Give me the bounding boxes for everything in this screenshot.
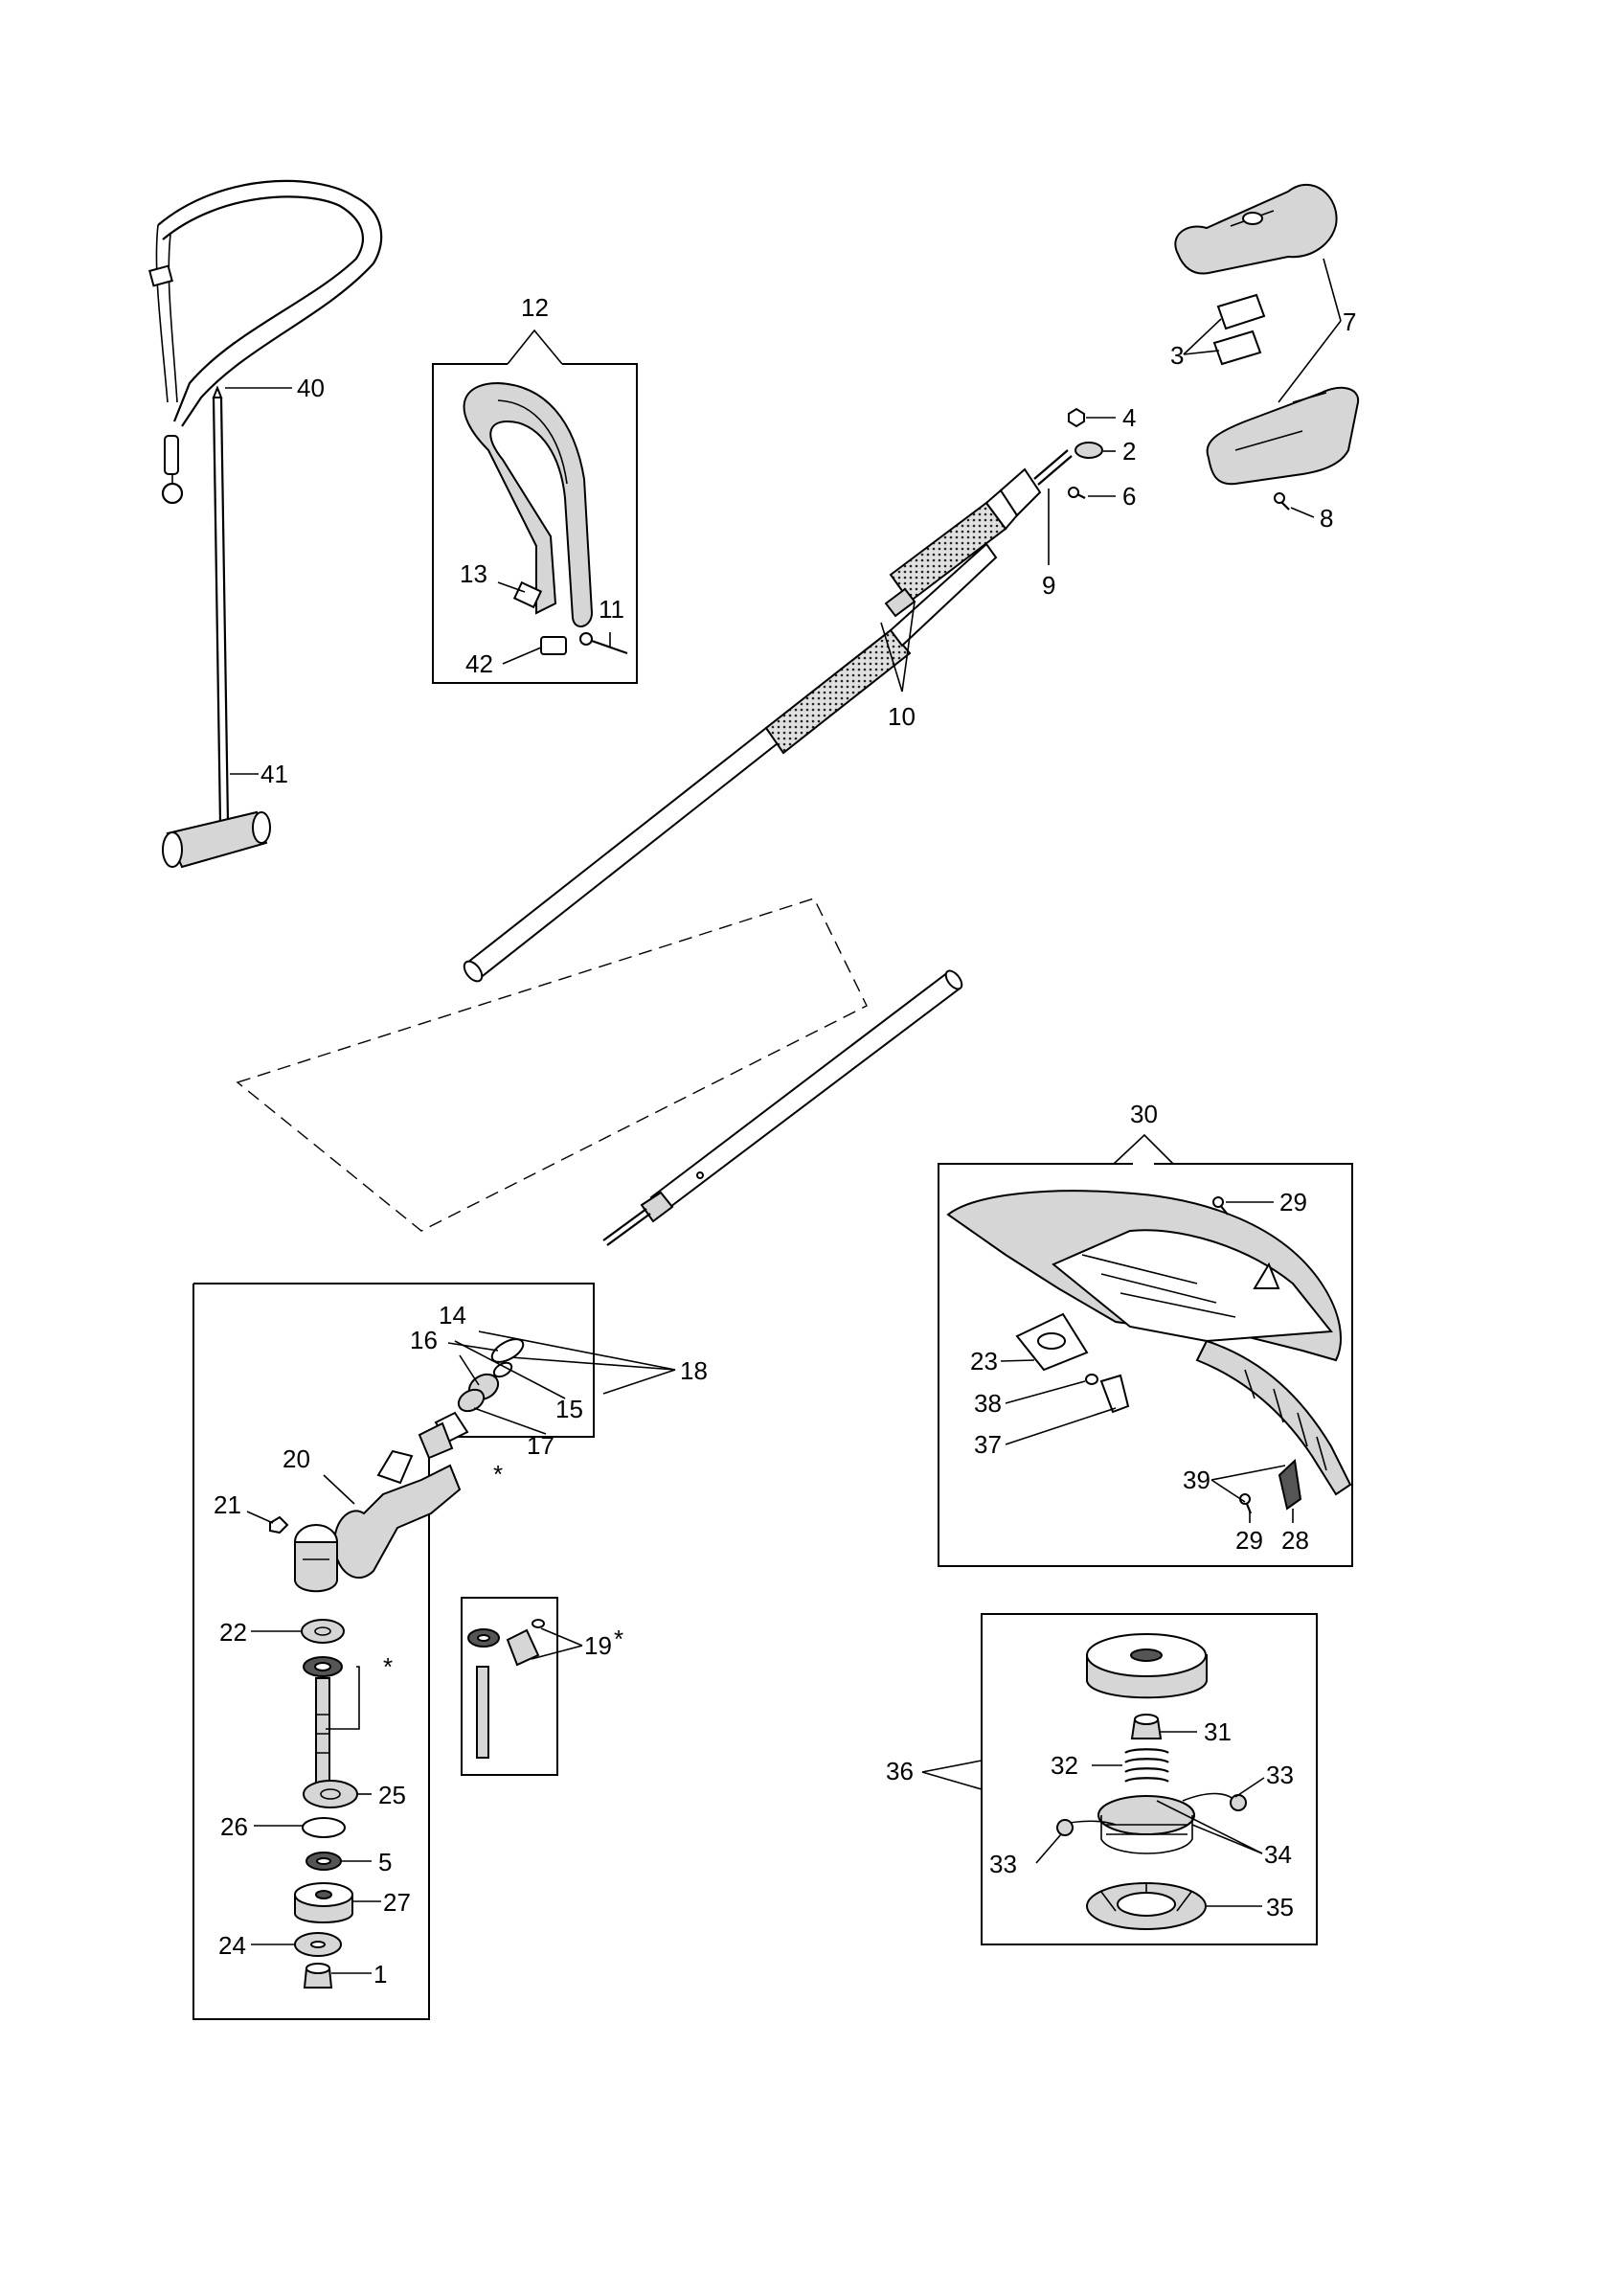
callout-16: 16 <box>410 1326 438 1354</box>
callout-7: 7 <box>1343 307 1356 336</box>
shoulder-strap <box>148 179 383 505</box>
callout-41: 41 <box>260 760 288 788</box>
handle-assembly-box <box>432 329 638 684</box>
callout-20: 20 <box>283 1444 310 1473</box>
callout-25: 25 <box>378 1781 406 1809</box>
callout-27: 27 <box>383 1888 411 1917</box>
callout-19-star: * <box>614 1625 623 1653</box>
callout-8: 8 <box>1320 504 1333 533</box>
callout-38: 38 <box>974 1389 1002 1418</box>
callout-21: 21 <box>214 1490 241 1519</box>
upper-drive-shaft-tube <box>463 449 1073 983</box>
circlip-26 <box>302 1817 346 1838</box>
callout-18: 18 <box>680 1356 708 1385</box>
trigger-3a <box>1216 293 1266 330</box>
callout-1: 1 <box>373 1960 387 1989</box>
leader-15 <box>454 1340 566 1399</box>
callout-40: 40 <box>297 374 325 402</box>
bevel-gear <box>418 1421 454 1460</box>
callout-29b: 29 <box>1235 1526 1263 1555</box>
star-note-b: * <box>383 1652 393 1681</box>
callout-10: 10 <box>888 702 916 731</box>
plate-28 <box>1278 1458 1302 1511</box>
bearing-22 <box>301 1619 345 1644</box>
callout-30: 30 <box>1130 1100 1158 1128</box>
clamp-piece-42 <box>540 636 567 655</box>
callout-37: 37 <box>974 1430 1002 1459</box>
grease-plug-21 <box>269 1515 289 1534</box>
callout-13: 13 <box>460 559 487 588</box>
callout-22: 22 <box>219 1618 247 1647</box>
callout-3: 3 <box>1170 341 1184 370</box>
callout-5: 5 <box>378 1848 392 1876</box>
trigger-3b <box>1212 330 1262 366</box>
drive-shaft-end <box>1033 449 1069 480</box>
trimmer-head-box <box>921 1613 1318 1945</box>
callout-9: 9 <box>1042 571 1055 600</box>
washer-38 <box>1085 1374 1098 1385</box>
callout-36: 36 <box>886 1757 914 1785</box>
shaft-connection-dashed <box>236 898 868 1232</box>
callout-2: 2 <box>1122 437 1136 466</box>
callout-4: 4 <box>1122 403 1136 432</box>
line-eyelet-33a <box>1230 1794 1247 1811</box>
callout-23: 23 <box>970 1347 998 1375</box>
callout-31: 31 <box>1204 1717 1232 1746</box>
spring-32 <box>1124 1748 1169 1783</box>
spool-34 <box>1097 1795 1195 1835</box>
callout-39: 39 <box>1183 1466 1210 1494</box>
callout-6: 6 <box>1122 482 1136 511</box>
callout-42: 42 <box>465 649 493 678</box>
callout-33a: 33 <box>1266 1761 1294 1789</box>
line-eyelet-33b <box>1056 1819 1074 1836</box>
bearing-25 <box>303 1780 358 1808</box>
callout-34: 34 <box>1264 1840 1292 1869</box>
throttle-housing <box>1174 183 1360 518</box>
callout-12: 12 <box>521 293 549 322</box>
lower-drive-shaft-tube <box>602 969 963 1246</box>
callout-32: 32 <box>1051 1751 1078 1780</box>
trimmer-head-parts <box>1035 1633 1265 1930</box>
snap-ring-14 <box>490 1338 525 1363</box>
callout-17: 17 <box>527 1431 554 1460</box>
callout-24: 24 <box>218 1931 246 1960</box>
loop-handle <box>463 381 628 665</box>
trimmer-guard <box>946 1190 1352 1523</box>
callout-33b: 33 <box>989 1850 1017 1878</box>
callout-19: 19 <box>584 1631 612 1660</box>
star-note-a: * <box>493 1460 503 1489</box>
callout-29a: 29 <box>1279 1188 1307 1216</box>
lower-gearhead-stack <box>251 1619 381 1989</box>
small-hardware-4-2-6 <box>1068 407 1116 499</box>
callout-15: 15 <box>555 1395 583 1423</box>
bolt-37 <box>1099 1374 1130 1414</box>
callout-28: 28 <box>1281 1526 1309 1555</box>
callout-14: 14 <box>439 1301 466 1330</box>
spark-plug-wrench <box>162 385 271 869</box>
gear-kit-19-box <box>461 1597 583 1776</box>
handle-screw <box>588 638 628 655</box>
gear-housing-20 <box>333 1464 462 1580</box>
callout-26: 26 <box>220 1812 248 1841</box>
gearhead-parts <box>246 1338 566 1593</box>
guard-assembly-box <box>938 1133 1353 1567</box>
callout-11: 11 <box>599 595 624 624</box>
callout-35: 35 <box>1266 1893 1294 1921</box>
